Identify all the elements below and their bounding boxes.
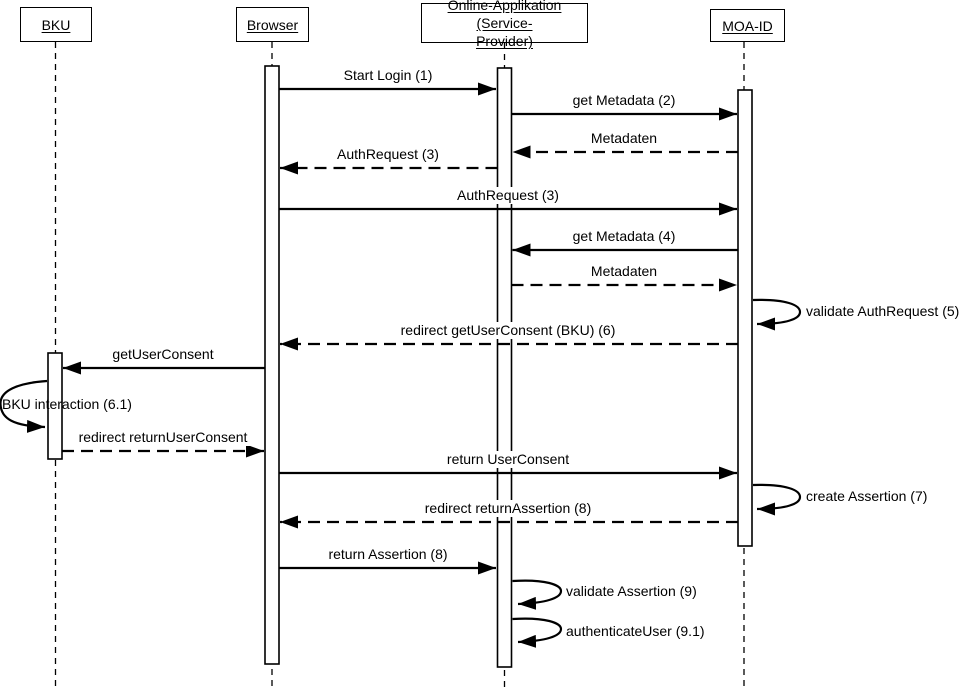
actor-box-bku: BKU	[20, 7, 92, 42]
message-label-validate-assertion: validate Assertion (9)	[566, 583, 697, 599]
message-label-get-metadata-4: get Metadata (4)	[569, 228, 679, 245]
message-label-create-assertion: create Assertion (7)	[806, 488, 928, 504]
message-label-getuserconsent: getUserConsent	[109, 346, 217, 363]
activation-bar-moa-id	[737, 89, 753, 547]
activation-bar-online-app	[496, 67, 513, 668]
self-loop-validate-authrequest	[752, 298, 802, 331]
message-label-metadaten-1: Metadaten	[587, 130, 661, 147]
message-label-authenticateuser: authenticateUser (9.1)	[566, 623, 705, 639]
message-label-metadaten-2: Metadaten	[587, 263, 661, 280]
message-label-return-userconsent: return UserConsent	[443, 451, 573, 468]
actor-box-online-app: Online-Applikation (Service- Provider)	[421, 0, 588, 49]
message-label-redirect-returnassertion: redirect returnAssertion (8)	[421, 500, 595, 517]
activation-bar-bku	[47, 352, 63, 460]
self-loop-authenticateuser	[512, 617, 563, 648]
actor-label-online-app: Online-Applikation (Service- Provider)	[447, 0, 562, 49]
self-loop-bku-interaction	[0, 379, 48, 433]
self-loop-validate-assertion	[512, 579, 563, 610]
message-label-redirect-getuserconsent: redirect getUserConsent (BKU) (6)	[397, 322, 619, 339]
activation-bar-browser	[264, 65, 280, 665]
message-label-get-metadata-2: get Metadata (2)	[569, 92, 679, 109]
actor-label-moa-id: MOA-ID	[722, 17, 773, 34]
actor-label-browser: Browser	[246, 16, 299, 33]
message-label-bku-interaction: BKU interaction (6.1)	[2, 396, 132, 412]
message-label-redirect-returnuserconsent: redirect returnUserConsent	[75, 429, 251, 446]
actor-box-browser: Browser	[236, 7, 309, 42]
message-label-authrequest-browser: AuthRequest (3)	[334, 146, 442, 163]
message-label-authrequest-moa: AuthRequest (3)	[454, 187, 562, 204]
actor-box-moa-id: MOA-ID	[710, 9, 785, 42]
self-loop-create-assertion	[752, 483, 802, 516]
actor-label-bku: BKU	[41, 16, 71, 33]
message-label-start-login: Start Login (1)	[340, 67, 436, 84]
message-label-validate-authrequest: validate AuthRequest (5)	[806, 303, 960, 319]
message-label-return-assertion: return Assertion (8)	[325, 546, 451, 563]
